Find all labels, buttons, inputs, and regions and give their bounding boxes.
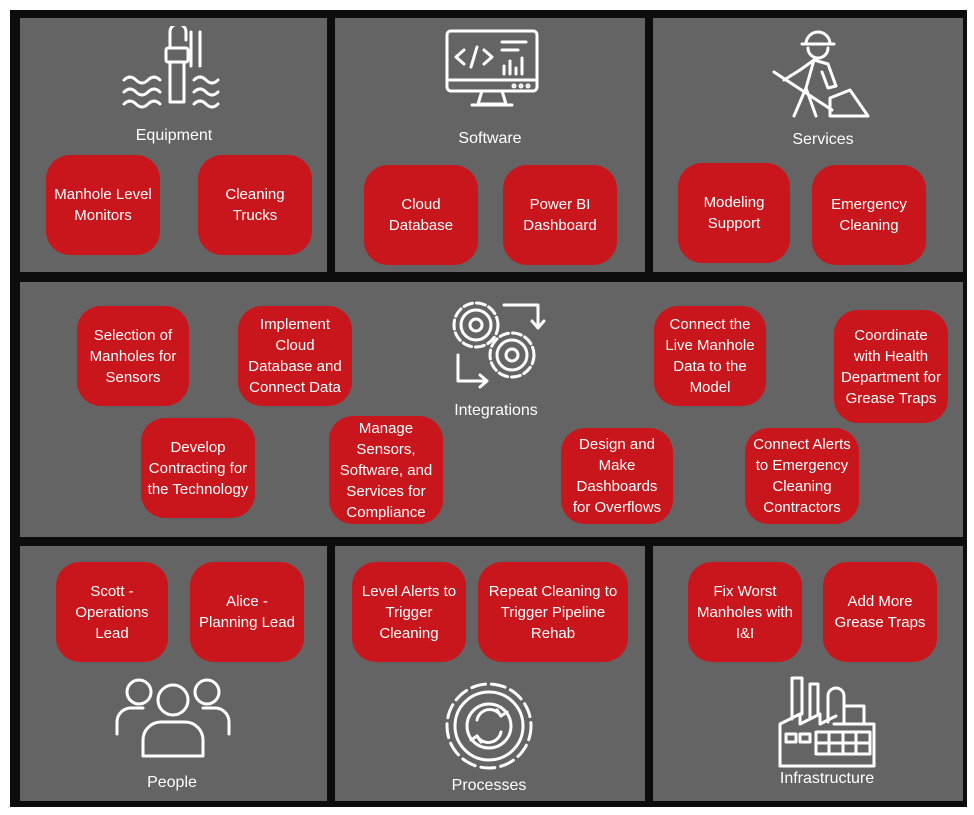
pill-text: Cleaning Trucks: [225, 186, 285, 224]
pill-text: Coordinate with Health Department for Gr…: [840, 326, 942, 407]
pill-fix-worst-manholes: Fix Worst Manholes with I&I: [688, 562, 802, 662]
pill-implement-cloud-database: Implement Cloud Database and Connect Dat…: [238, 306, 352, 406]
water-level-sensor-icon: [118, 26, 228, 116]
factory-icon: [772, 672, 882, 770]
pill-level-alerts-trigger-cleaning: Level Alerts to Trigger Cleaning: [352, 562, 466, 662]
pill-text: Modeling Support: [703, 194, 765, 232]
pill-text: Connect Alerts to Emergency Cleaning Con…: [753, 436, 851, 516]
infrastructure-label: Infrastructure: [779, 770, 875, 787]
pill-cloud-database: Cloud Database: [364, 165, 478, 265]
pill-emergency-cleaning: Emergency Cleaning: [812, 165, 926, 265]
worker-shovel-icon: [770, 30, 870, 130]
pill-text: Selection of Manholes for Sensors: [89, 326, 177, 386]
pill-selection-of-manholes: Selection of Manholes for Sensors: [77, 306, 189, 406]
software-label: Software: [458, 130, 522, 147]
pill-text: Scott - Operations Lead: [75, 582, 149, 642]
pill-manhole-level-monitors: Manhole Level Monitors: [46, 155, 160, 255]
pill-scott-operations-lead: Scott - Operations Lead: [56, 562, 168, 662]
pill-text: Level Alerts to Trigger Cleaning: [361, 582, 457, 642]
equipment-label: Equipment: [135, 127, 213, 144]
pill-text: Add More Grease Traps: [834, 593, 926, 631]
pill-text: Implement Cloud Database and Connect Dat…: [248, 316, 342, 396]
processes-label: Processes: [451, 777, 527, 794]
people-label: People: [147, 774, 197, 791]
process-cycle-gear-icon: [441, 678, 537, 774]
pill-text: Design and Make Dashboards for Overflows: [572, 436, 662, 516]
monitor-code-icon: [444, 28, 540, 108]
pill-connect-alerts-contractors: Connect Alerts to Emergency Cleaning Con…: [745, 428, 859, 524]
pill-text: Power BI Dashboard: [523, 196, 597, 234]
services-label: Services: [792, 131, 854, 148]
pill-add-more-grease-traps: Add More Grease Traps: [823, 562, 937, 662]
pill-text: Cloud Database: [388, 196, 454, 234]
pill-manage-sensors-software: Manage Sensors, Software, and Services f…: [329, 416, 443, 524]
pill-text: Fix Worst Manholes with I&I: [697, 582, 793, 642]
gears-cycle-icon: [446, 297, 550, 391]
pill-coordinate-health-department: Coordinate with Health Department for Gr…: [834, 310, 948, 423]
pill-text: Repeat Cleaning to Trigger Pipeline Reha…: [488, 582, 618, 642]
integrations-label: Integrations: [454, 402, 538, 419]
pill-modeling-support: Modeling Support: [678, 163, 790, 263]
pill-repeat-cleaning-pipeline-rehab: Repeat Cleaning to Trigger Pipeline Reha…: [478, 562, 628, 662]
pill-text: Emergency Cleaning: [831, 196, 907, 234]
pill-text: Connect the Live Manhole Data to the Mod…: [665, 316, 755, 396]
pill-connect-live-manhole-data: Connect the Live Manhole Data to the Mod…: [654, 306, 766, 406]
pill-text: Manhole Level Monitors: [54, 186, 152, 224]
pill-design-dashboards: Design and Make Dashboards for Overflows: [561, 428, 673, 524]
pill-cleaning-trucks: Cleaning Trucks: [198, 155, 312, 255]
pill-text: Alice - Planning Lead: [199, 593, 295, 631]
pill-text: Develop Contracting for the Technology: [147, 438, 249, 498]
pill-alice-planning-lead: Alice - Planning Lead: [190, 562, 304, 662]
pill-text: Manage Sensors, Software, and Services f…: [339, 419, 433, 521]
pill-develop-contracting: Develop Contracting for the Technology: [141, 418, 255, 518]
pill-power-bi-dashboard: Power BI Dashboard: [503, 165, 617, 265]
people-group-icon: [113, 670, 233, 760]
